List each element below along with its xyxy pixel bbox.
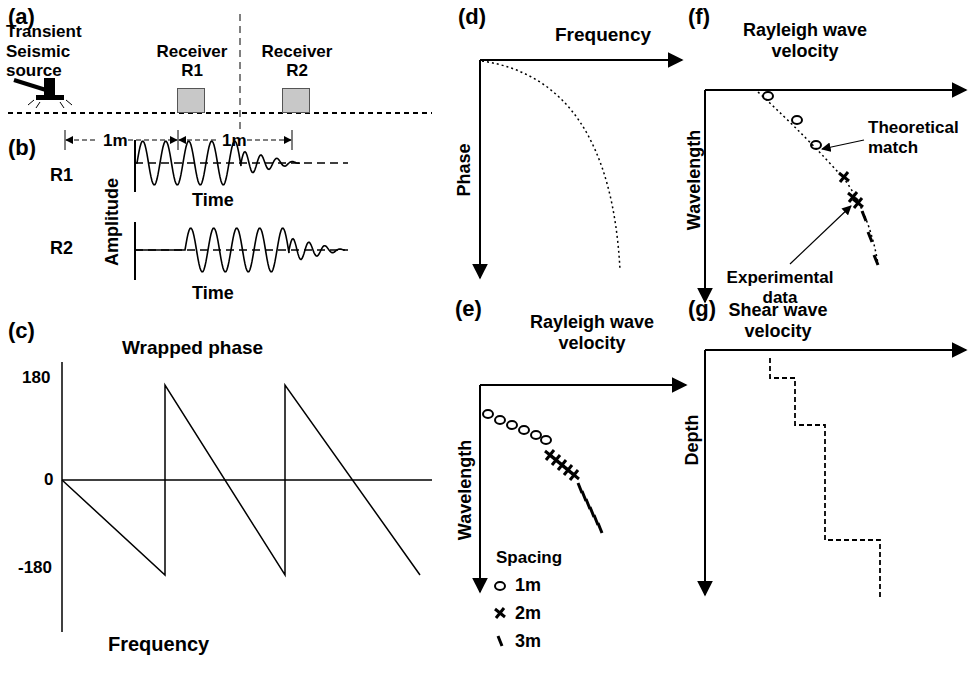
label-text: Frequency bbox=[555, 24, 651, 46]
legend-text: 3m bbox=[515, 631, 541, 652]
phase-plot bbox=[480, 60, 682, 278]
label-text: Rayleigh wave velocity bbox=[522, 312, 662, 353]
dimension-lines bbox=[65, 130, 292, 150]
label-text: Theoretical match bbox=[868, 118, 973, 157]
label-text: (b) bbox=[8, 135, 36, 160]
label-text: Frequency bbox=[108, 633, 209, 656]
label-text: Amplitude bbox=[102, 178, 123, 266]
label-text: R2 bbox=[50, 238, 73, 259]
label-text: Time bbox=[192, 283, 234, 304]
label-text: Time bbox=[192, 190, 234, 211]
label-text: -180 bbox=[18, 558, 52, 578]
receiver-label: Receiver R1 bbox=[146, 42, 238, 81]
label-text: 0 bbox=[44, 470, 53, 490]
label-text: (d) bbox=[458, 4, 486, 29]
label-text: Depth bbox=[682, 415, 703, 466]
seismic-source bbox=[14, 78, 72, 108]
profile-plot bbox=[705, 350, 966, 598]
label-text: 1m bbox=[103, 131, 128, 151]
data-markers bbox=[483, 92, 878, 646]
label-text: Wrapped phase bbox=[122, 337, 263, 359]
waveforms bbox=[135, 141, 345, 272]
receiver-label: Receiver R2 bbox=[251, 42, 343, 81]
label-text: Phase bbox=[454, 143, 475, 196]
midpoint-line bbox=[240, 14, 241, 130]
label-text: Rayleigh wave velocity bbox=[735, 20, 875, 61]
dispersion-axes bbox=[480, 385, 686, 592]
label-text: Wavelength bbox=[684, 130, 705, 230]
wrapped-phase-plot bbox=[62, 362, 432, 632]
label-text: Transient Seismic source bbox=[6, 22, 106, 81]
legend-text: 2m bbox=[515, 603, 541, 624]
label-text: R1 bbox=[50, 165, 73, 186]
label-text: (g) bbox=[688, 296, 716, 321]
label-text: Shear wave velocity bbox=[718, 300, 838, 341]
label-text: (f) bbox=[688, 4, 710, 29]
legend-text: 1m bbox=[515, 575, 541, 596]
label-text: (e) bbox=[455, 296, 482, 321]
ground-line bbox=[8, 112, 432, 114]
waveform-axes bbox=[135, 140, 348, 280]
label-text: (c) bbox=[8, 318, 35, 343]
receiver-box: Receiver R2 bbox=[282, 88, 310, 113]
label-text: Spacing bbox=[496, 548, 562, 568]
label-text: 180 bbox=[22, 368, 50, 388]
label-text: Wavelength bbox=[455, 440, 476, 540]
receiver-box: Receiver R1 bbox=[177, 88, 205, 113]
label-text: 1m bbox=[222, 131, 247, 151]
